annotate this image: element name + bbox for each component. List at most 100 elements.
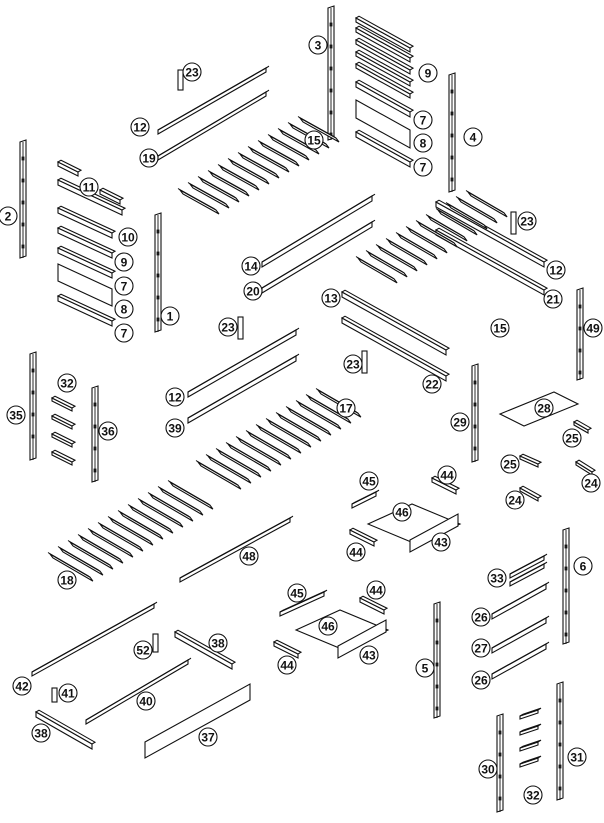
rail-22-top [340, 315, 451, 377]
post-6-hole [564, 610, 568, 615]
callout-44: 44 [437, 465, 457, 485]
rail-9c-top [354, 37, 415, 71]
callout-33: 33 [487, 568, 507, 588]
callout-49: 49 [583, 318, 603, 338]
callout-48: 48 [239, 546, 259, 566]
post-5-hole [435, 706, 439, 711]
callout-24: 24 [581, 473, 601, 493]
callout-number: 27 [474, 642, 488, 656]
callout-20: 20 [243, 281, 263, 301]
post-1-hole [156, 273, 160, 278]
callout-26: 26 [471, 607, 491, 627]
drawer-45-top [351, 489, 380, 505]
callout-22: 22 [422, 374, 442, 394]
rail-26-top [491, 581, 550, 615]
callout-number: 7 [420, 114, 427, 128]
callout-40: 40 [136, 691, 156, 711]
bed-15-slat-edge [187, 182, 227, 205]
post-30-hole [498, 796, 502, 801]
rail-20-top [261, 219, 376, 289]
post-5-hole [435, 618, 439, 623]
bed-18-slat-edge [157, 486, 201, 512]
rail-11b-top [98, 187, 125, 201]
post-1-hole [156, 317, 160, 322]
post-31-hole [558, 786, 562, 791]
post-1-hole [156, 295, 160, 300]
block-32-top [519, 755, 542, 765]
rail-21-top [434, 227, 549, 291]
block-32-top [519, 723, 542, 733]
rail-42-top [31, 601, 158, 673]
callout-number: 4 [470, 131, 477, 145]
callout-44: 44 [346, 542, 366, 562]
callout-11: 11 [79, 177, 99, 197]
post-6-hole [564, 544, 568, 549]
callout-number: 22 [425, 378, 439, 392]
callout-number: 44 [280, 659, 294, 673]
callout-number: 41 [61, 687, 75, 701]
callout-number: 9 [425, 67, 432, 81]
callout-12: 12 [130, 117, 150, 137]
post-1-hole [156, 229, 160, 234]
rail-9a-top [354, 15, 415, 49]
block-25b-top [518, 453, 543, 465]
callout-23: 23 [517, 211, 537, 231]
callout-1: 1 [160, 306, 180, 326]
post-3-hole [329, 44, 333, 49]
callout-number: 43 [362, 649, 376, 663]
callout-number: 31 [570, 751, 584, 765]
drawer-44d-top [272, 639, 303, 655]
bed-15r-slat-edge [455, 196, 495, 220]
callout-number: 23 [185, 66, 199, 80]
rail-19-top [157, 89, 270, 157]
bed-17-slat-edge [215, 448, 259, 474]
bed-17-slat-edge [275, 412, 319, 438]
block-23 [361, 350, 368, 374]
callout-23: 23 [182, 62, 202, 82]
post-35-hole [31, 434, 35, 439]
callout-number: 17 [339, 402, 353, 416]
bed-17-slat-edge [225, 442, 269, 468]
bed-17-slat-edge [205, 454, 249, 480]
callout-number: 44 [349, 546, 363, 560]
bed-18-slat-edge [167, 480, 211, 506]
bed-17-slat-edge [195, 460, 239, 486]
callout-45: 45 [287, 583, 307, 603]
callout-6: 6 [573, 556, 593, 576]
callout-7: 7 [114, 276, 134, 296]
callout-number: 20 [246, 285, 260, 299]
bed-18-slat-edge [147, 492, 191, 518]
post-4-hole [450, 111, 454, 116]
bed-18-slat-edge [97, 522, 141, 548]
bed-17-slat-edge [305, 394, 349, 420]
drawer-44b-top [348, 527, 379, 543]
callout-28: 28 [534, 398, 554, 418]
post-49-hole [578, 304, 582, 309]
callout-number: 2 [5, 210, 12, 224]
post-31-hole [558, 720, 562, 725]
bed-15r-slat-edge [435, 208, 475, 232]
callout-number: 30 [481, 763, 495, 777]
rail-12m-top [187, 327, 300, 393]
callout-7: 7 [114, 323, 134, 343]
callout-46: 46 [318, 616, 338, 636]
block-23 [177, 69, 184, 91]
post-6-hole [564, 632, 568, 637]
block-24-top [574, 459, 597, 473]
callout-32: 32 [523, 785, 543, 805]
rail-38b-top [34, 709, 97, 745]
post-49-hole [578, 370, 582, 375]
callout-9: 9 [418, 63, 438, 83]
callout-number: 23 [346, 358, 360, 372]
bed-15-slat-edge [227, 158, 267, 181]
post-36-hole [93, 402, 97, 407]
block-24b-top [518, 485, 543, 499]
rail-7a-top [56, 245, 117, 274]
callout-number: 25 [565, 432, 579, 446]
callout-number: 23 [520, 215, 534, 229]
bed-18-slat-edge [57, 546, 101, 572]
parts-layer [19, 5, 597, 813]
callout-38: 38 [31, 723, 51, 743]
callout-4: 4 [463, 127, 483, 147]
bed-15r-slat-edge [395, 232, 435, 256]
